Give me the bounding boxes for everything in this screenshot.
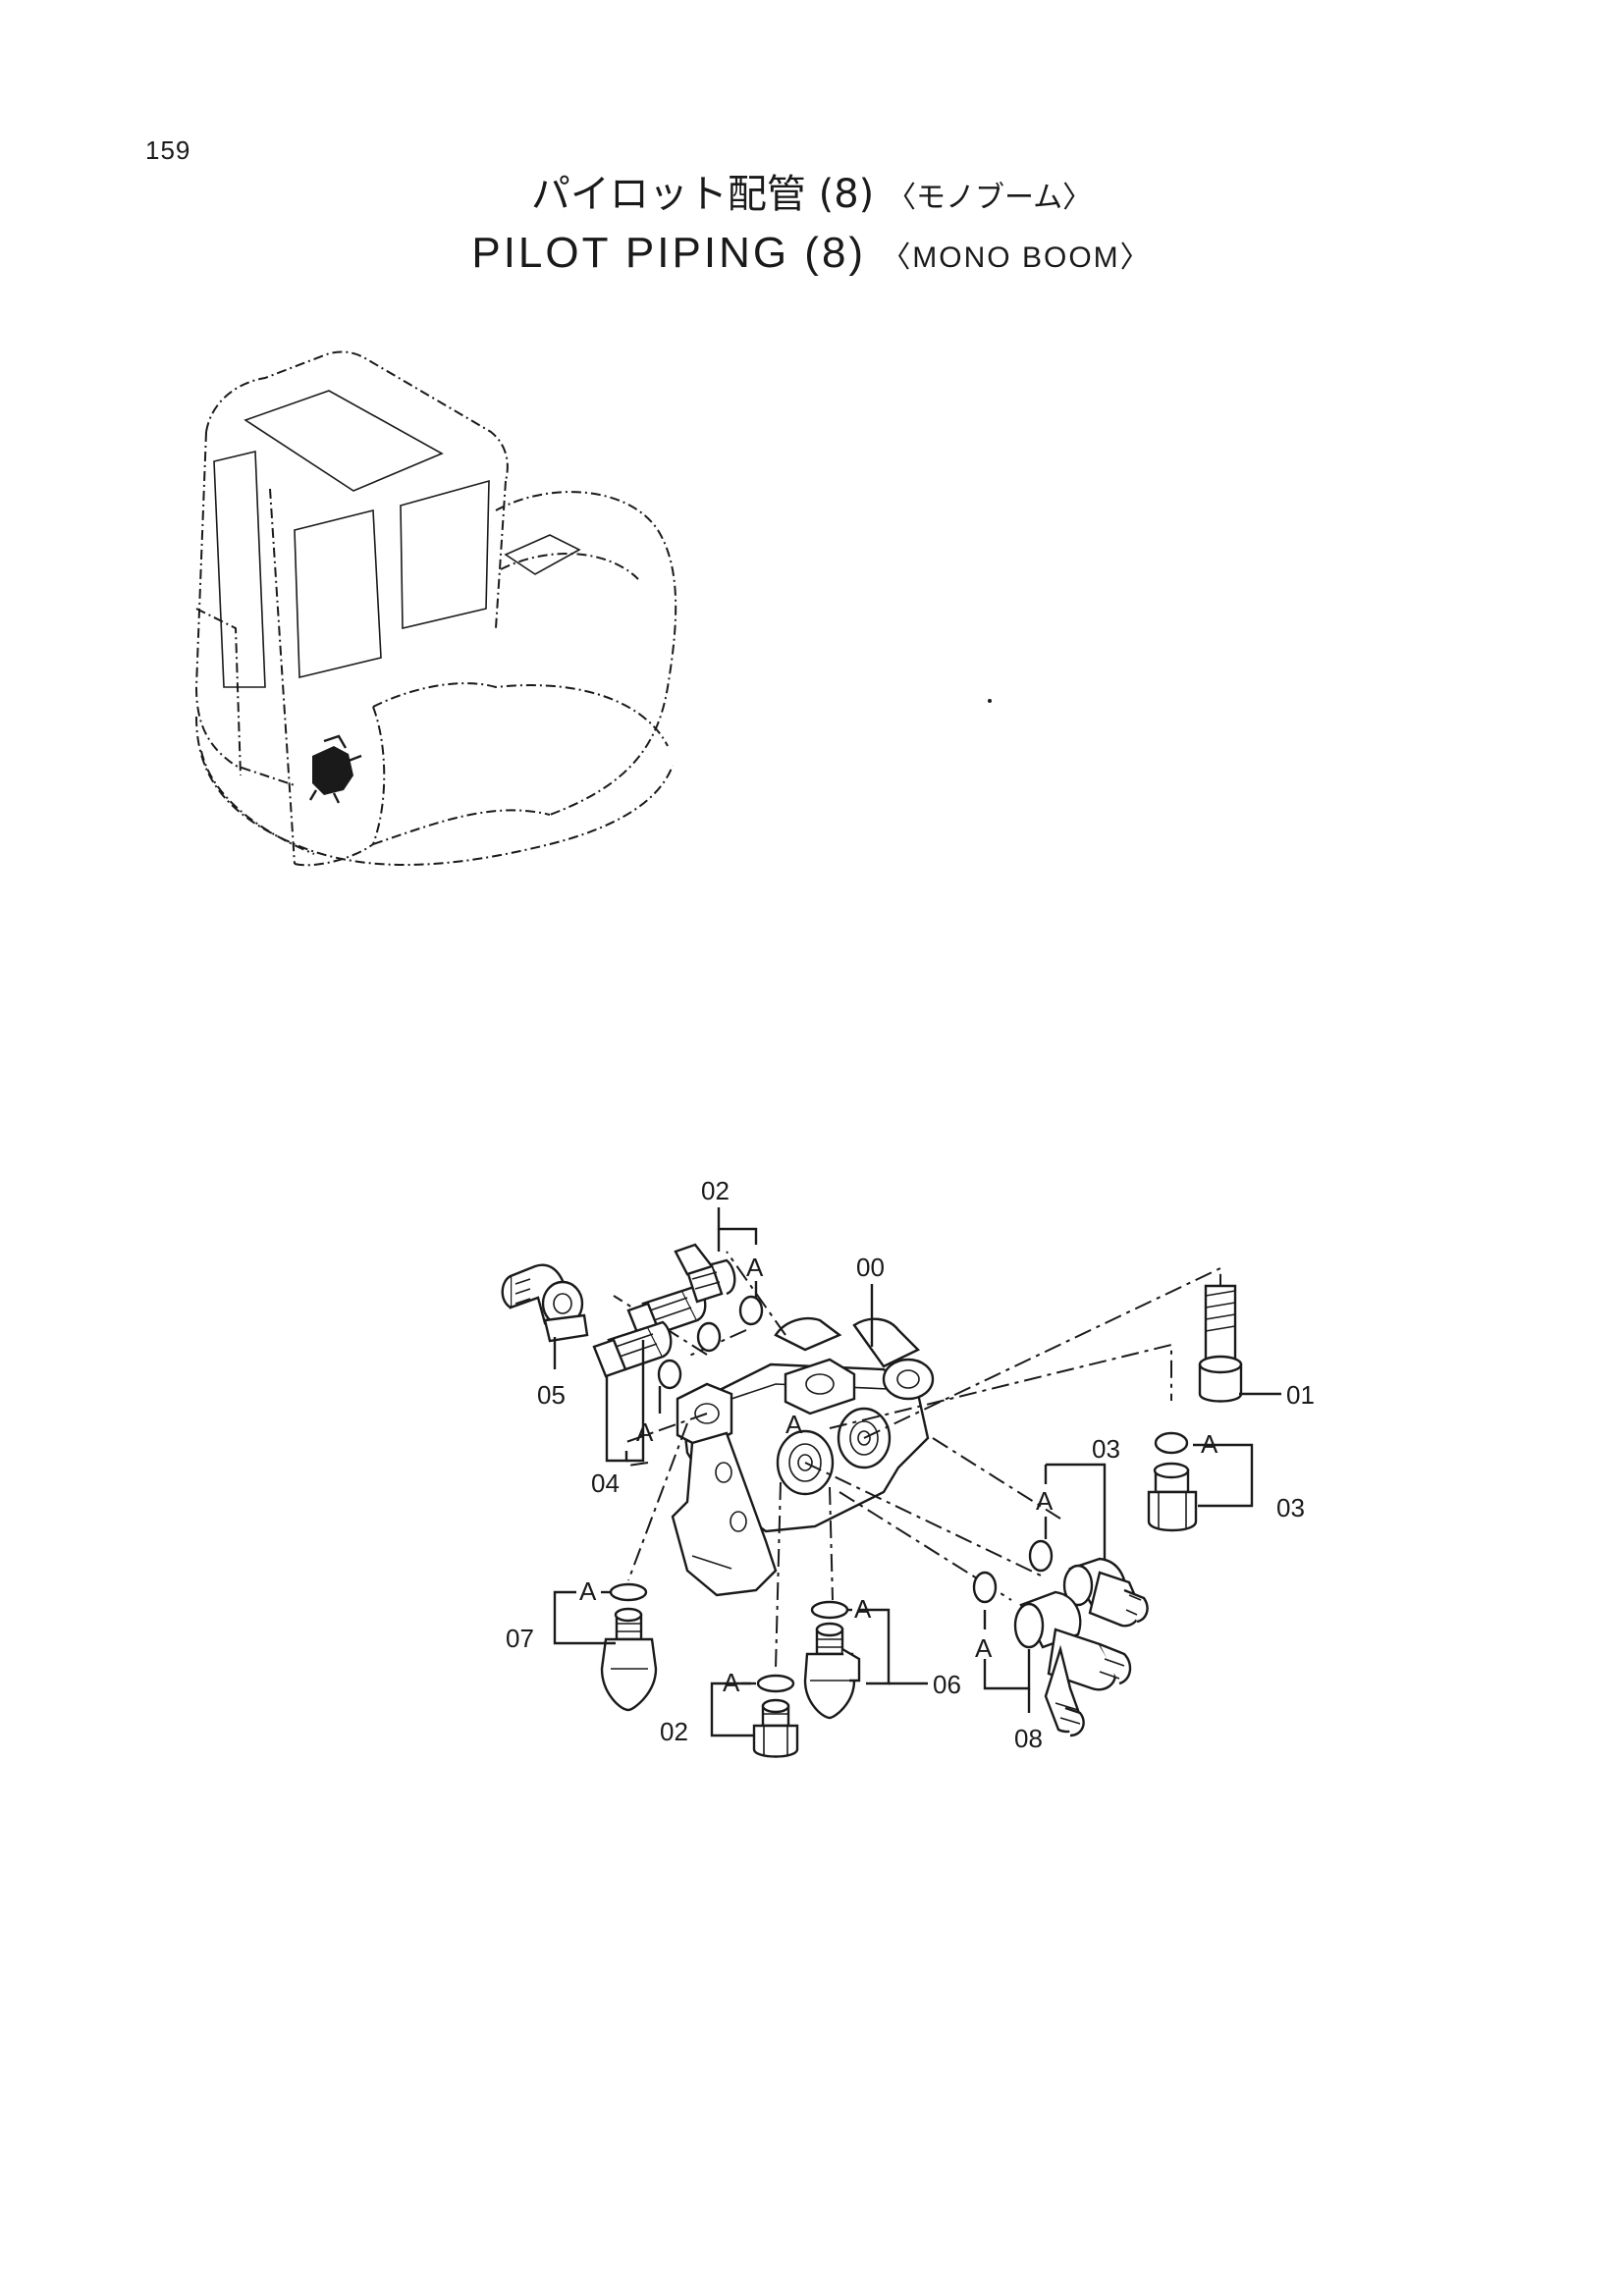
o-ring-2 [696, 1321, 722, 1353]
valve-body-00: A [671, 1316, 935, 1597]
title-japanese-variant: 〈モノブーム〉 [887, 181, 1093, 215]
part-04-adapter-lower [592, 1320, 673, 1378]
leader-02-top [717, 1207, 758, 1245]
leader-02-bottom [710, 1682, 753, 1737]
title-block: パイロット配管 (8) 〈モノブーム〉 PILOT PIPING (8) 〈MO… [0, 167, 1623, 286]
callout-03-right: 03 [1276, 1493, 1305, 1522]
o-ring-06 [810, 1600, 849, 1620]
part-07-plug [600, 1607, 658, 1712]
callout-08: 08 [1014, 1724, 1043, 1753]
part-05-elbow-fitting [501, 1263, 589, 1343]
part-08-tee-fitting [1013, 1590, 1132, 1737]
part-03-fitting-mid [1062, 1557, 1149, 1628]
part-06-plug [803, 1622, 861, 1720]
stray-dot [988, 699, 992, 703]
pilot-valve-location-icon [308, 734, 362, 804]
title-english: PILOT PIPING [471, 229, 790, 277]
o-ring-03-right [1154, 1431, 1189, 1455]
callout-04: 04 [591, 1468, 620, 1498]
letter-a-02-top: A [746, 1253, 764, 1282]
letter-a-06: A [854, 1594, 872, 1624]
letter-a-03-top: A [1036, 1486, 1054, 1516]
pilot-valve-exploded-view: A [501, 1176, 1315, 1758]
part-01-bolt [1198, 1284, 1243, 1403]
callout-06: 06 [933, 1670, 961, 1699]
letter-a-03-right: A [1201, 1429, 1218, 1459]
title-japanese-number: (8) [818, 172, 875, 217]
title-japanese-line: パイロット配管 (8) 〈モノブーム〉 [0, 167, 1623, 226]
o-ring-03-mid [1028, 1539, 1054, 1573]
leader-04 [605, 1376, 628, 1463]
o-ring-3 [657, 1359, 682, 1390]
leader-03-right [1193, 1443, 1254, 1508]
callout-07: 07 [506, 1624, 534, 1653]
callout-00: 00 [856, 1253, 885, 1282]
title-english-variant: 〈MONO BOOM〉 [881, 241, 1152, 274]
body-letter-a: A [785, 1410, 803, 1439]
letter-a-04: A [636, 1417, 654, 1447]
o-ring-1 [738, 1295, 764, 1326]
page-number: 159 [145, 135, 191, 165]
title-english-number: (8) [804, 229, 867, 277]
leader-07 [553, 1590, 616, 1645]
callout-05: 05 [537, 1380, 566, 1410]
title-english-line: PILOT PIPING (8) 〈MONO BOOM〉 [0, 226, 1623, 286]
letter-a-07: A [579, 1576, 597, 1606]
callout-02-bottom: 02 [660, 1717, 688, 1746]
o-ring-02-bottom [756, 1674, 795, 1693]
o-ring-07 [609, 1582, 648, 1602]
leader-08 [983, 1649, 1031, 1690]
part-02-plug-top [674, 1243, 736, 1304]
letter-a-02-bottom: A [723, 1668, 740, 1697]
letter-a-08: A [975, 1633, 993, 1663]
leader-06 [859, 1608, 891, 1685]
part-03-plug-right [1147, 1462, 1198, 1532]
excavator-cab-overview [194, 350, 677, 867]
callout-03-top: 03 [1092, 1434, 1120, 1464]
callout-01: 01 [1286, 1380, 1315, 1410]
callout-02-top: 02 [701, 1176, 730, 1205]
title-japanese: パイロット配管 [530, 172, 806, 217]
o-ring-08 [972, 1571, 998, 1604]
leader-03-top [1046, 1463, 1107, 1559]
part-02-plug-bottom [752, 1698, 799, 1758]
